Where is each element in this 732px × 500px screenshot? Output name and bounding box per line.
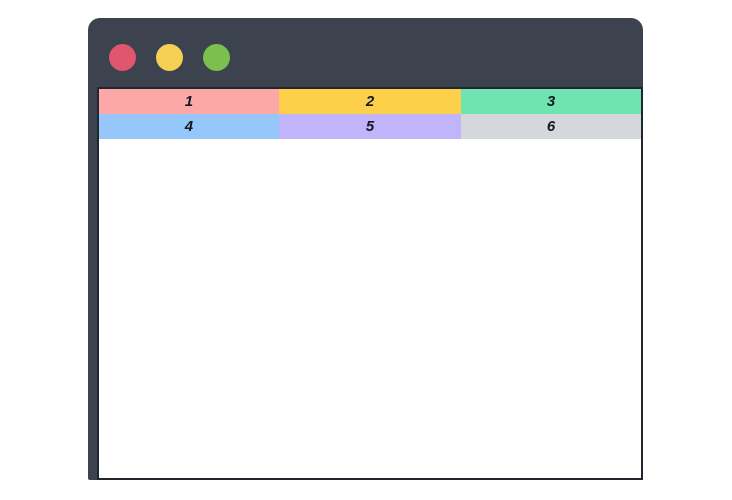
window-controls [109, 44, 230, 71]
grid-cell-5[interactable]: 5 [278, 114, 462, 139]
color-grid: 1 2 3 4 5 6 [99, 89, 641, 139]
minimize-button[interactable] [156, 44, 183, 71]
document-canvas[interactable]: 1 2 3 4 5 6 [97, 87, 643, 480]
grid-cell-3[interactable]: 3 [461, 89, 641, 114]
maximize-button[interactable] [203, 44, 230, 71]
grid-row: 4 5 6 [99, 114, 641, 139]
grid-row: 1 2 3 [99, 89, 641, 114]
application-window: 1 2 3 4 5 6 [88, 18, 643, 480]
window-titlebar[interactable] [88, 18, 643, 87]
grid-cell-1[interactable]: 1 [99, 89, 279, 114]
grid-cell-2[interactable]: 2 [278, 89, 462, 114]
grid-cell-6[interactable]: 6 [461, 114, 641, 139]
grid-cell-4[interactable]: 4 [99, 114, 279, 139]
close-button[interactable] [109, 44, 136, 71]
